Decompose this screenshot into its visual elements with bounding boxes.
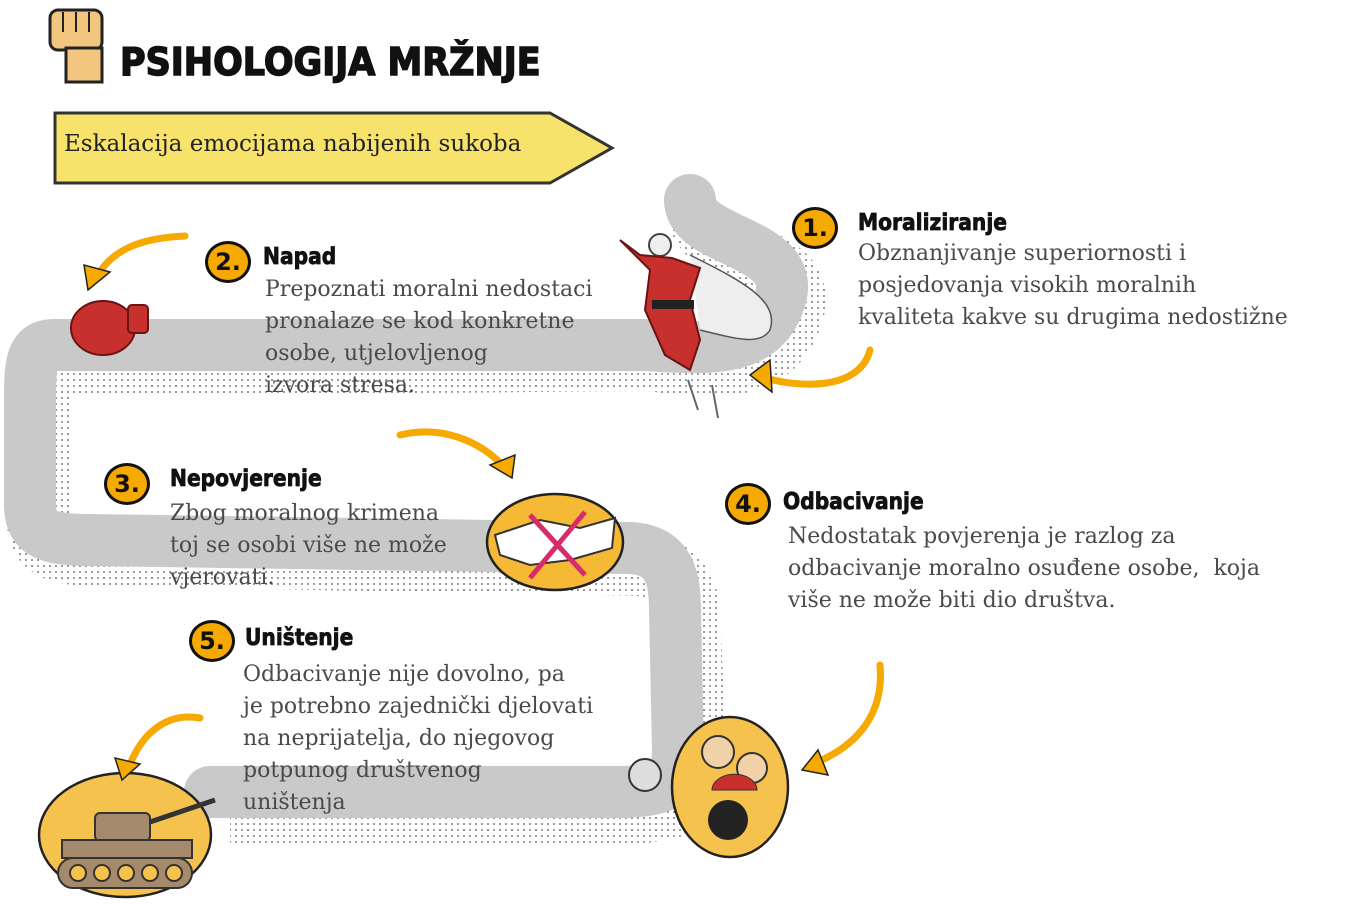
step-2-title: Napad [263,244,337,271]
arrow-5 [124,713,204,774]
boxing-glove-icon [70,300,149,356]
step-5-title: Uništenje [245,625,354,652]
step-4-number: 4. [725,483,771,525]
step-2-number: 2. [205,241,251,283]
description-line: uništenja [243,790,346,815]
description-line: pronalaze se kod konkretne [265,309,575,334]
step-3-description: Zbog moralnog krimena toj se osobi više n… [170,498,447,594]
description-line: Nedostatak povjerenja je razlog za [788,524,1176,549]
step-5-description: Odbacivanje nije dovolno, pa je potrebno … [243,659,593,819]
step-3-title: Nepovjerenje [170,466,322,493]
description-line: vjerovati. [170,565,275,590]
winding-road [4,174,808,818]
description-line: Obznanjivanje superiornosti i [858,241,1187,266]
step-1-title: Moraliziranje [858,210,1008,237]
step-4-description: Nedostatak povjerenja je razlog za odbaci… [788,521,1260,617]
banner-text: Eskalacija emocijama nabijenih sukoba [64,131,522,157]
description-line: je potrebno zajednički djelovati [243,694,594,719]
description-line: toj se osobi više ne može [170,533,447,558]
step-5-number: 5. [189,620,235,662]
description-line: Prepoznati moralni nedostaci [265,277,593,302]
step-2-description: Prepoznati moralni nedostaci pronalaze se… [265,274,593,402]
step-3-number: 3. [104,463,150,505]
description-line: više ne može biti dio društva. [788,588,1116,613]
banner-arrow [53,111,616,185]
arrow-4 [806,661,884,769]
raised-fist-icon [48,8,104,84]
description-line: na neprijatelja, do njegovog [243,726,555,751]
description-line: osobe, utjelovljenog [265,341,488,366]
description-line: kvaliteta kakve su drugima nedostižne [858,305,1288,330]
broken-handshake-icon [485,492,625,592]
arrow-3 [396,428,509,472]
superhero-icon [619,233,773,419]
step-1-description: Obznanjivanje superiornosti i posjedovanj… [858,238,1288,334]
step-1-number: 1. [792,207,838,249]
page-title: PSIHOLOGIJA MRŽNJE [119,39,541,85]
description-line: Odbacivanje nije dovolno, pa [243,662,565,687]
description-line: izvora stresa. [265,373,415,398]
group-of-people-icon [628,715,790,859]
description-line: Zbog moralnog krimena [170,501,440,526]
tank-icon [37,771,216,899]
description-line: posjedovanja visokih moralnih [858,273,1197,298]
description-line: odbacivanje moralno osuđene osobe, koja [788,556,1260,581]
description-line: potpunog društvenog [243,758,482,783]
step-4-title: Odbacivanje [783,489,924,516]
